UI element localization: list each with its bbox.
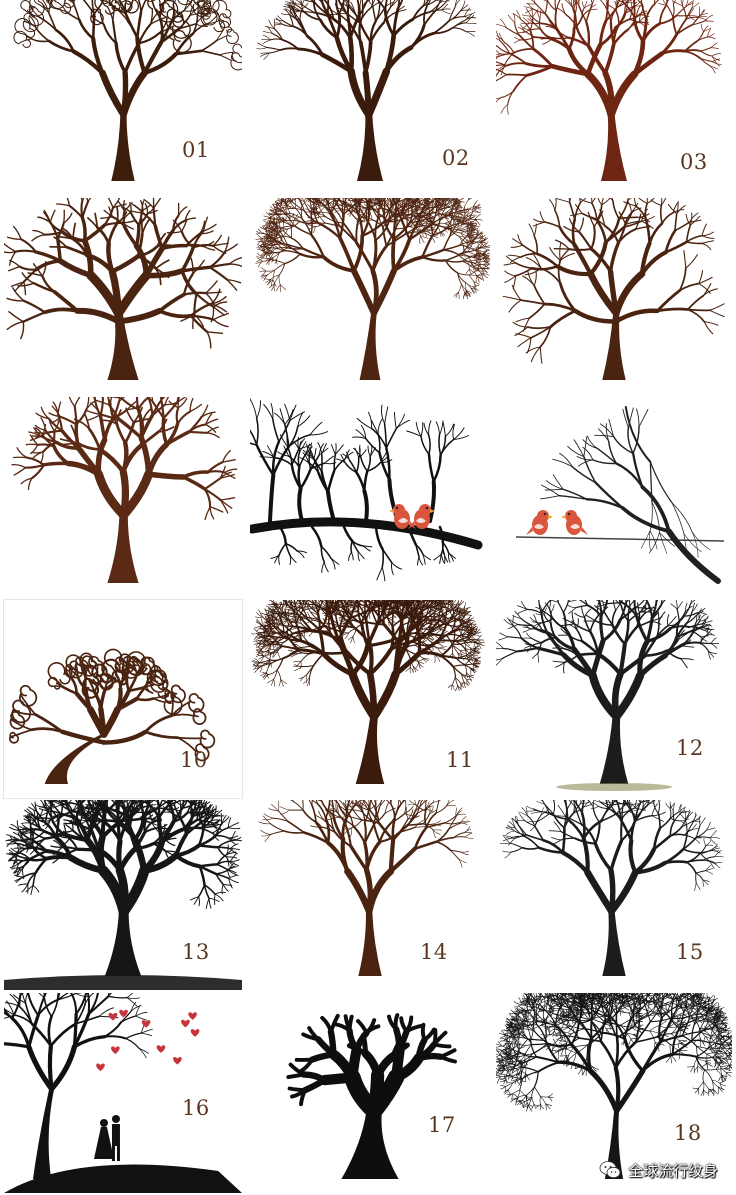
tree-card: 12 — [496, 600, 732, 798]
tree-card: 04 — [4, 198, 242, 394]
heart-icon — [188, 1012, 197, 1020]
tree-silhouette — [4, 993, 153, 1179]
tree-card: 01 — [4, 0, 242, 195]
couple-silhouette — [93, 1115, 120, 1161]
bird-icon — [389, 504, 416, 529]
tree-illustration — [255, 198, 490, 380]
tree-number: 03 — [680, 150, 708, 174]
bird-icon — [561, 510, 588, 535]
tree-number: 10 — [180, 748, 208, 772]
heart-icon — [181, 1019, 190, 1028]
tree-illustration — [4, 198, 242, 380]
ground — [4, 975, 242, 990]
watermark: 全球流行纹身 — [599, 1157, 718, 1183]
wechat-icon — [599, 1161, 621, 1179]
tree-silhouette — [496, 0, 722, 181]
tree-illustration — [496, 0, 722, 181]
tree-number: 01 — [182, 138, 210, 162]
tree-number: 02 — [442, 146, 470, 170]
tree-silhouette — [496, 993, 732, 1179]
tree-illustration — [258, 800, 474, 976]
tree-card: 11 — [250, 600, 490, 798]
heart-icon — [119, 1009, 128, 1018]
tree-card: 03 — [496, 0, 732, 195]
tree-number: 11 — [446, 748, 474, 772]
tree-card: 02 — [250, 0, 490, 195]
heart-icon — [111, 1046, 120, 1055]
tree-silhouette — [286, 1013, 457, 1179]
tree-illustration — [250, 398, 483, 582]
tree-number: 14 — [420, 940, 448, 964]
tree-silhouette — [4, 198, 242, 380]
heart-icon — [141, 1020, 151, 1028]
tree-silhouette — [255, 198, 490, 380]
tree-illustration — [496, 600, 720, 791]
tree-number: 13 — [182, 940, 210, 964]
tree-illustration — [496, 993, 732, 1179]
tree-card: 18 — [496, 993, 732, 1193]
hill — [4, 1164, 242, 1193]
heart-icon — [108, 1012, 118, 1021]
tree-silhouette — [5, 800, 242, 976]
tree-silhouette — [515, 406, 725, 584]
tree-illustration — [286, 1013, 457, 1179]
heart-icon — [96, 1063, 105, 1072]
tree-card: 07 — [4, 397, 242, 597]
tree-number: 15 — [676, 940, 704, 964]
tree-card: 16 — [4, 993, 242, 1193]
tree-card: 06 — [496, 198, 732, 394]
tree-card: 08 — [250, 397, 490, 597]
bird-icon — [408, 504, 435, 529]
tree-illustration — [502, 198, 725, 380]
tree-number: 12 — [676, 736, 704, 760]
bird-icon — [526, 510, 553, 535]
tree-card: 13 — [4, 800, 242, 990]
ground-shadow — [556, 783, 672, 791]
tree-silhouette — [8, 648, 216, 784]
tree-illustration — [499, 800, 724, 976]
tree-silhouette — [502, 198, 725, 380]
tree-silhouette — [11, 397, 238, 583]
tree-card: 10 — [3, 599, 243, 799]
tree-silhouette — [258, 800, 474, 976]
tree-illustration — [8, 648, 216, 784]
tree-silhouette — [13, 0, 242, 181]
tree-number: 18 — [674, 1121, 702, 1145]
tree-card: 14 — [250, 800, 490, 990]
tree-card: 15 — [496, 800, 732, 990]
watermark-text: 全球流行纹身 — [627, 1161, 718, 1180]
heart-icon — [173, 1056, 182, 1065]
tree-illustration — [256, 0, 477, 181]
tree-card: 17 — [250, 993, 490, 1193]
tree-silhouette — [499, 800, 724, 976]
tree-silhouette — [250, 398, 483, 582]
tree-illustration — [13, 0, 242, 181]
tree-illustration — [515, 406, 725, 584]
tree-card: 09 — [496, 397, 732, 597]
heart-icon — [190, 1029, 200, 1037]
tree-card: 05 — [250, 198, 490, 394]
tree-silhouette — [256, 0, 477, 181]
tree-illustration — [251, 600, 485, 784]
tree-number: 16 — [182, 1096, 210, 1120]
tree-illustration — [4, 993, 242, 1193]
tree-silhouette — [496, 600, 720, 784]
heart-icon — [156, 1045, 166, 1053]
tree-number: 17 — [428, 1113, 456, 1137]
tree-silhouette — [251, 600, 485, 784]
tree-illustration — [4, 800, 242, 990]
tree-illustration — [11, 397, 238, 583]
